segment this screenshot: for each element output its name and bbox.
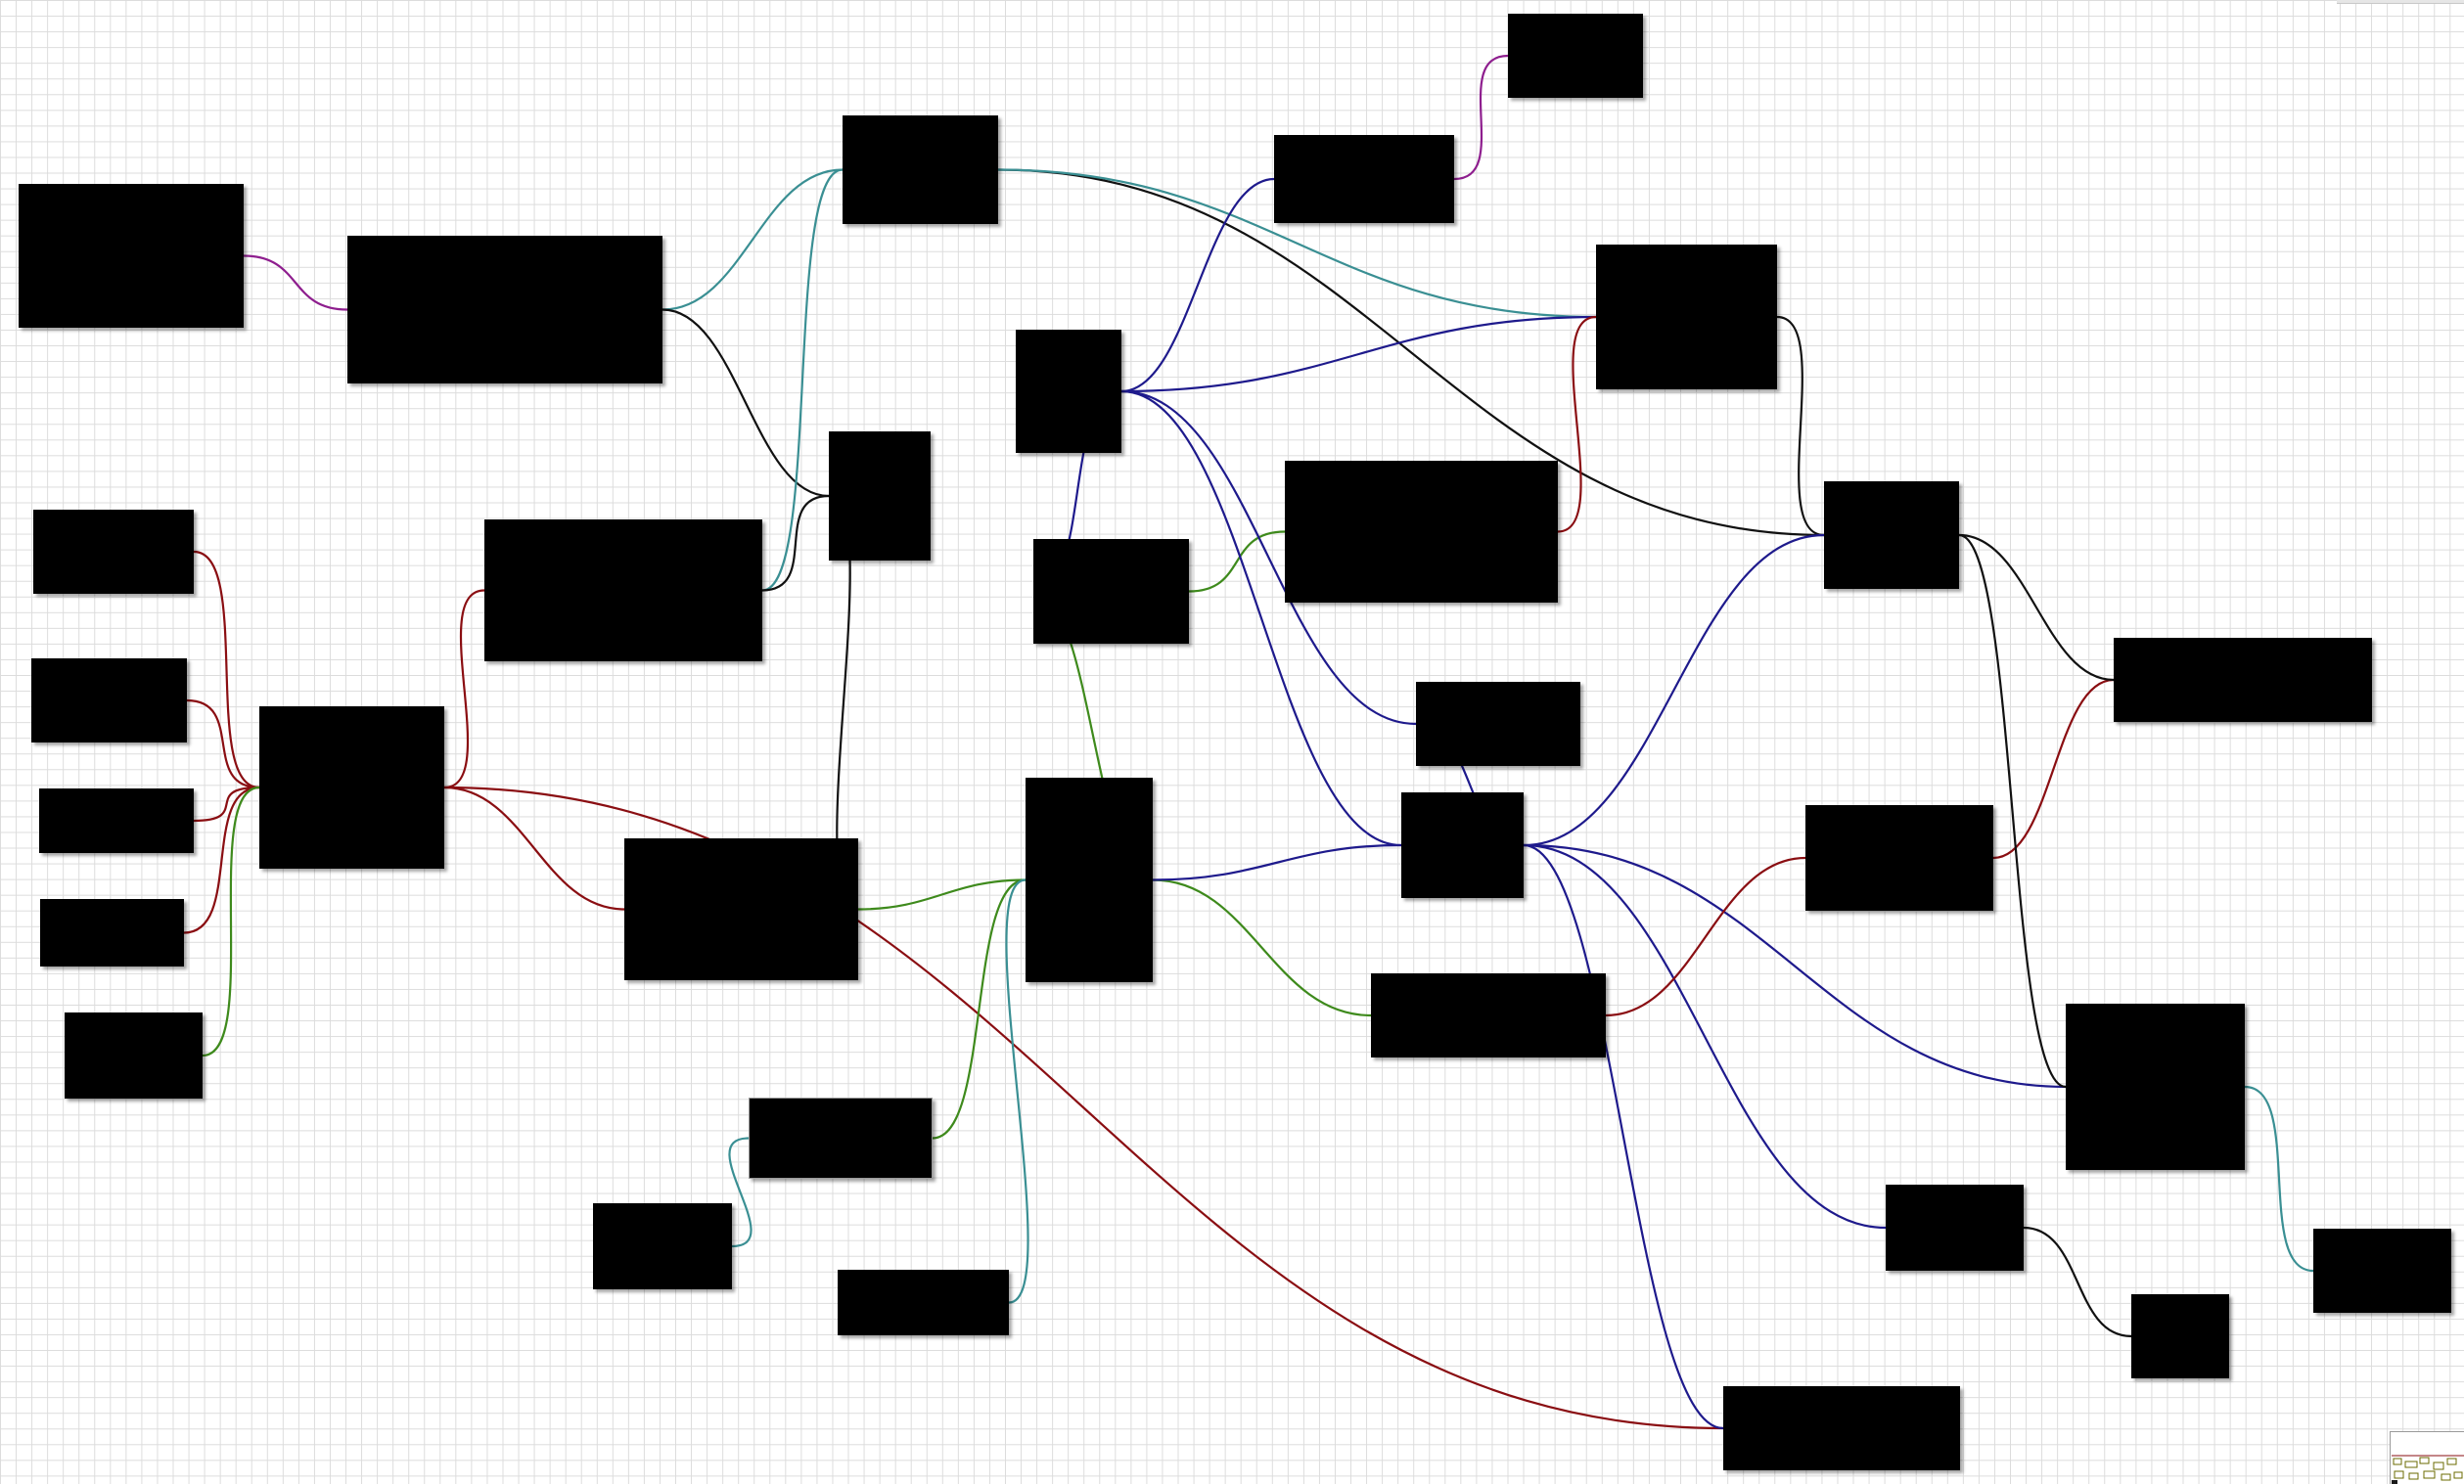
node-n31[interactable] bbox=[1723, 1386, 1960, 1470]
node-n14[interactable] bbox=[1026, 778, 1153, 982]
edge-n25-n32[interactable] bbox=[2244, 1085, 2314, 1273]
node-n25[interactable] bbox=[2066, 1004, 2245, 1170]
minimap-drawing bbox=[2391, 1432, 2464, 1484]
edge-n17-n20[interactable] bbox=[1776, 315, 1825, 537]
node-n9[interactable] bbox=[484, 519, 762, 661]
node-n7[interactable] bbox=[259, 706, 444, 869]
node-n13[interactable] bbox=[1033, 539, 1189, 644]
edge-n7-n9[interactable] bbox=[443, 589, 485, 789]
edge-n23-n24[interactable] bbox=[1992, 678, 2115, 860]
node-n15[interactable] bbox=[1274, 135, 1454, 223]
node-n2[interactable] bbox=[347, 236, 662, 383]
node-n27[interactable] bbox=[838, 1270, 1009, 1335]
node-n5[interactable] bbox=[39, 788, 194, 853]
edge-n14-n18[interactable] bbox=[1152, 878, 1372, 1017]
edge-n7-n12[interactable] bbox=[443, 786, 625, 911]
edge-n27-n14[interactable] bbox=[1005, 878, 1029, 1304]
edge-n8-n17[interactable] bbox=[997, 168, 1597, 319]
node-n10[interactable] bbox=[829, 431, 931, 561]
overview-minimap[interactable] bbox=[2390, 1431, 2464, 1484]
edge-n11-n21[interactable] bbox=[1120, 389, 1417, 726]
node-n3[interactable] bbox=[33, 510, 194, 594]
edge-n11-n22[interactable] bbox=[1120, 389, 1402, 847]
node-n16[interactable] bbox=[1285, 461, 1558, 603]
edge-n6-n7[interactable] bbox=[183, 786, 260, 934]
node-n24[interactable] bbox=[2114, 638, 2372, 722]
node-n23[interactable] bbox=[1805, 805, 1993, 911]
edge-n8-n20[interactable] bbox=[997, 168, 1825, 537]
edge-n20-n24[interactable] bbox=[1958, 533, 2115, 682]
node-n8[interactable] bbox=[843, 115, 998, 224]
edge-n20-n25[interactable] bbox=[1958, 533, 2067, 1089]
edge-n30-n29[interactable] bbox=[728, 1137, 753, 1248]
node-n4[interactable] bbox=[31, 658, 187, 742]
edge-n4-n7[interactable] bbox=[186, 698, 260, 789]
edge-n15-n19[interactable] bbox=[1453, 54, 1509, 181]
node-n12[interactable] bbox=[624, 838, 858, 980]
edge-n11-n15[interactable] bbox=[1120, 177, 1275, 393]
edge-n5-n7[interactable] bbox=[193, 786, 260, 823]
node-n20[interactable] bbox=[1824, 481, 1959, 589]
edge-n18-n23[interactable] bbox=[1605, 856, 1806, 1017]
node-n32[interactable] bbox=[2313, 1229, 2451, 1313]
edge-n16-n17[interactable] bbox=[1557, 315, 1597, 533]
edge-n1-n2[interactable] bbox=[243, 254, 348, 311]
edge-n22-n26[interactable] bbox=[1523, 843, 1887, 1230]
node-n26[interactable] bbox=[1886, 1185, 2024, 1271]
edge-n29-n14[interactable] bbox=[932, 878, 1027, 1140]
node-n1[interactable] bbox=[19, 184, 244, 328]
edge-n14-n22[interactable] bbox=[1152, 843, 1402, 881]
node-n22[interactable] bbox=[1401, 792, 1524, 898]
node-n30[interactable] bbox=[593, 1203, 732, 1289]
node-n21[interactable] bbox=[1416, 682, 1580, 766]
edge-n22-n31[interactable] bbox=[1523, 843, 1724, 1430]
edge-n11-n17[interactable] bbox=[1120, 315, 1597, 393]
edge-n26-n33[interactable] bbox=[2023, 1226, 2132, 1338]
node-n6[interactable] bbox=[40, 899, 184, 967]
edge-n2-n8[interactable] bbox=[662, 168, 844, 311]
edge-n3-n7[interactable] bbox=[193, 550, 260, 789]
edge-n28-n7[interactable] bbox=[202, 786, 260, 1057]
edge-n9-n8[interactable] bbox=[761, 168, 844, 592]
edge-n13-n16[interactable] bbox=[1188, 530, 1286, 593]
node-n33[interactable] bbox=[2131, 1294, 2229, 1378]
node-n17[interactable] bbox=[1596, 245, 1777, 389]
node-n18[interactable] bbox=[1371, 973, 1606, 1057]
edge-n22-n20[interactable] bbox=[1523, 533, 1825, 847]
node-n28[interactable] bbox=[65, 1012, 203, 1099]
edge-n7-n31[interactable] bbox=[443, 786, 1724, 1430]
top-right-toolbar-fragment bbox=[2337, 0, 2464, 4]
edge-n12-n14[interactable] bbox=[857, 878, 1027, 911]
node-n19[interactable] bbox=[1508, 14, 1643, 98]
edge-n2-n10[interactable] bbox=[662, 308, 830, 498]
node-n29[interactable] bbox=[749, 1098, 933, 1179]
edge-n22-n25[interactable] bbox=[1523, 843, 2067, 1089]
node-n11[interactable] bbox=[1016, 330, 1121, 453]
edge-n9-n10[interactable] bbox=[761, 494, 830, 592]
